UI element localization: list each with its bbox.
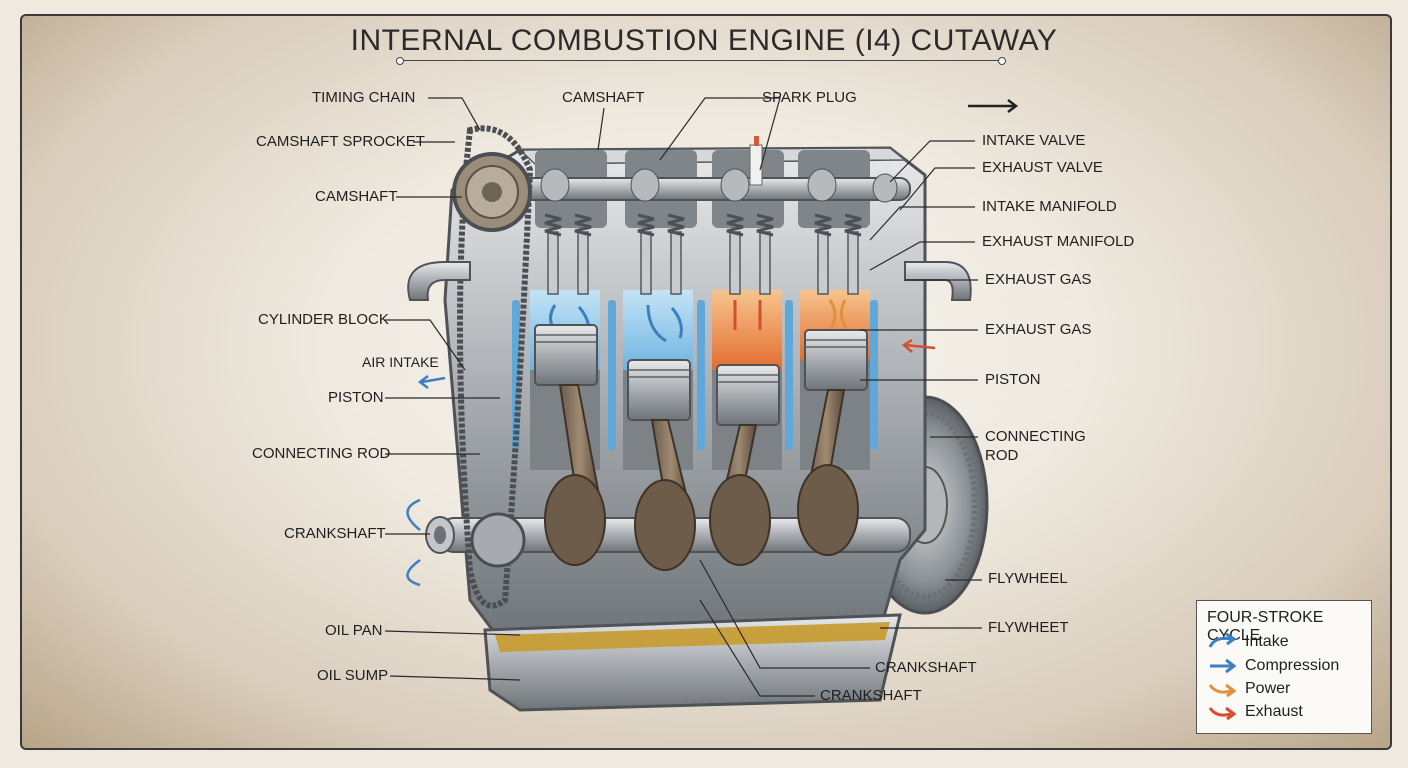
label-intake-manifold: INTAKE MANIFOLD xyxy=(982,198,1117,215)
label-oil-pan: OIL PAN xyxy=(325,622,383,639)
label-oil-sump: OIL SUMP xyxy=(317,667,389,684)
four-stroke-legend: FOUR-STROKE CYCLE Intake Compression Pow… xyxy=(1196,600,1372,734)
title-rule-dot xyxy=(396,57,404,65)
label-exhaust-gas-2: EXHAUST GAS xyxy=(985,321,1092,338)
label-connecting-rod-left: CONNECTING ROD xyxy=(252,445,391,462)
piston-rings xyxy=(535,334,867,383)
crankshaft-part xyxy=(425,464,911,571)
label-flywheel: FLYWHEEL xyxy=(988,570,1068,587)
label-connecting-rod-right-2: ROD xyxy=(985,447,1019,464)
curved-arrow-icon xyxy=(1208,706,1237,721)
label-flywheet: FLYWHEET xyxy=(988,619,1069,636)
intake-manifold-part xyxy=(407,261,471,301)
valve-springs xyxy=(544,213,862,237)
title-rule-dot xyxy=(998,57,1006,65)
label-spark-plug: SPARK PLUG xyxy=(762,89,857,106)
label-camshaft-sprocket: CAMSHAFT SPROCKET xyxy=(256,133,425,150)
label-piston-left: PISTON xyxy=(328,389,384,406)
label-exhaust-gas-1: EXHAUST GAS xyxy=(985,271,1092,288)
leader-lines xyxy=(384,97,982,697)
oil-pan-part xyxy=(483,613,902,712)
label-crankshaft-left: CRANKSHAFT xyxy=(284,525,386,542)
curved-arrow-icon xyxy=(1208,633,1237,648)
label-crankshaft-bottom-2: CRANKSHAFT xyxy=(820,687,922,704)
label-crankshaft-bottom-1: CRANKSHAFT xyxy=(875,659,977,676)
right-arrow-icon xyxy=(1210,658,1237,674)
label-camshaft-top: CAMSHAFT xyxy=(562,89,645,106)
diagram-title: INTERNAL COMBUSTION ENGINE (I4) CUTAWAY xyxy=(350,24,1058,57)
title-underline xyxy=(400,60,1000,61)
coolant-jacket xyxy=(512,300,878,450)
label-air-intake: AIR INTAKE xyxy=(362,354,439,370)
pistons xyxy=(534,324,868,426)
label-intake-valve: INTAKE VALVE xyxy=(982,132,1086,149)
label-timing-chain: TIMING CHAIN xyxy=(312,89,416,106)
valves xyxy=(547,231,859,295)
label-exhaust-valve: EXHAUST VALVE xyxy=(982,159,1103,176)
label-piston-right: PISTON xyxy=(985,371,1041,388)
camshaft-part xyxy=(519,168,911,203)
timing-chain-part xyxy=(452,125,534,609)
label-exhaust-manifold: EXHAUST MANIFOLD xyxy=(982,233,1135,250)
curved-arrow-icon xyxy=(1208,683,1237,698)
label-connecting-rod-right-1: CONNECTING xyxy=(985,428,1086,445)
label-cylinder-block: CYLINDER BLOCK xyxy=(258,311,389,328)
label-camshaft-left: CAMSHAFT xyxy=(315,188,398,205)
spark-plug-part xyxy=(749,136,763,186)
